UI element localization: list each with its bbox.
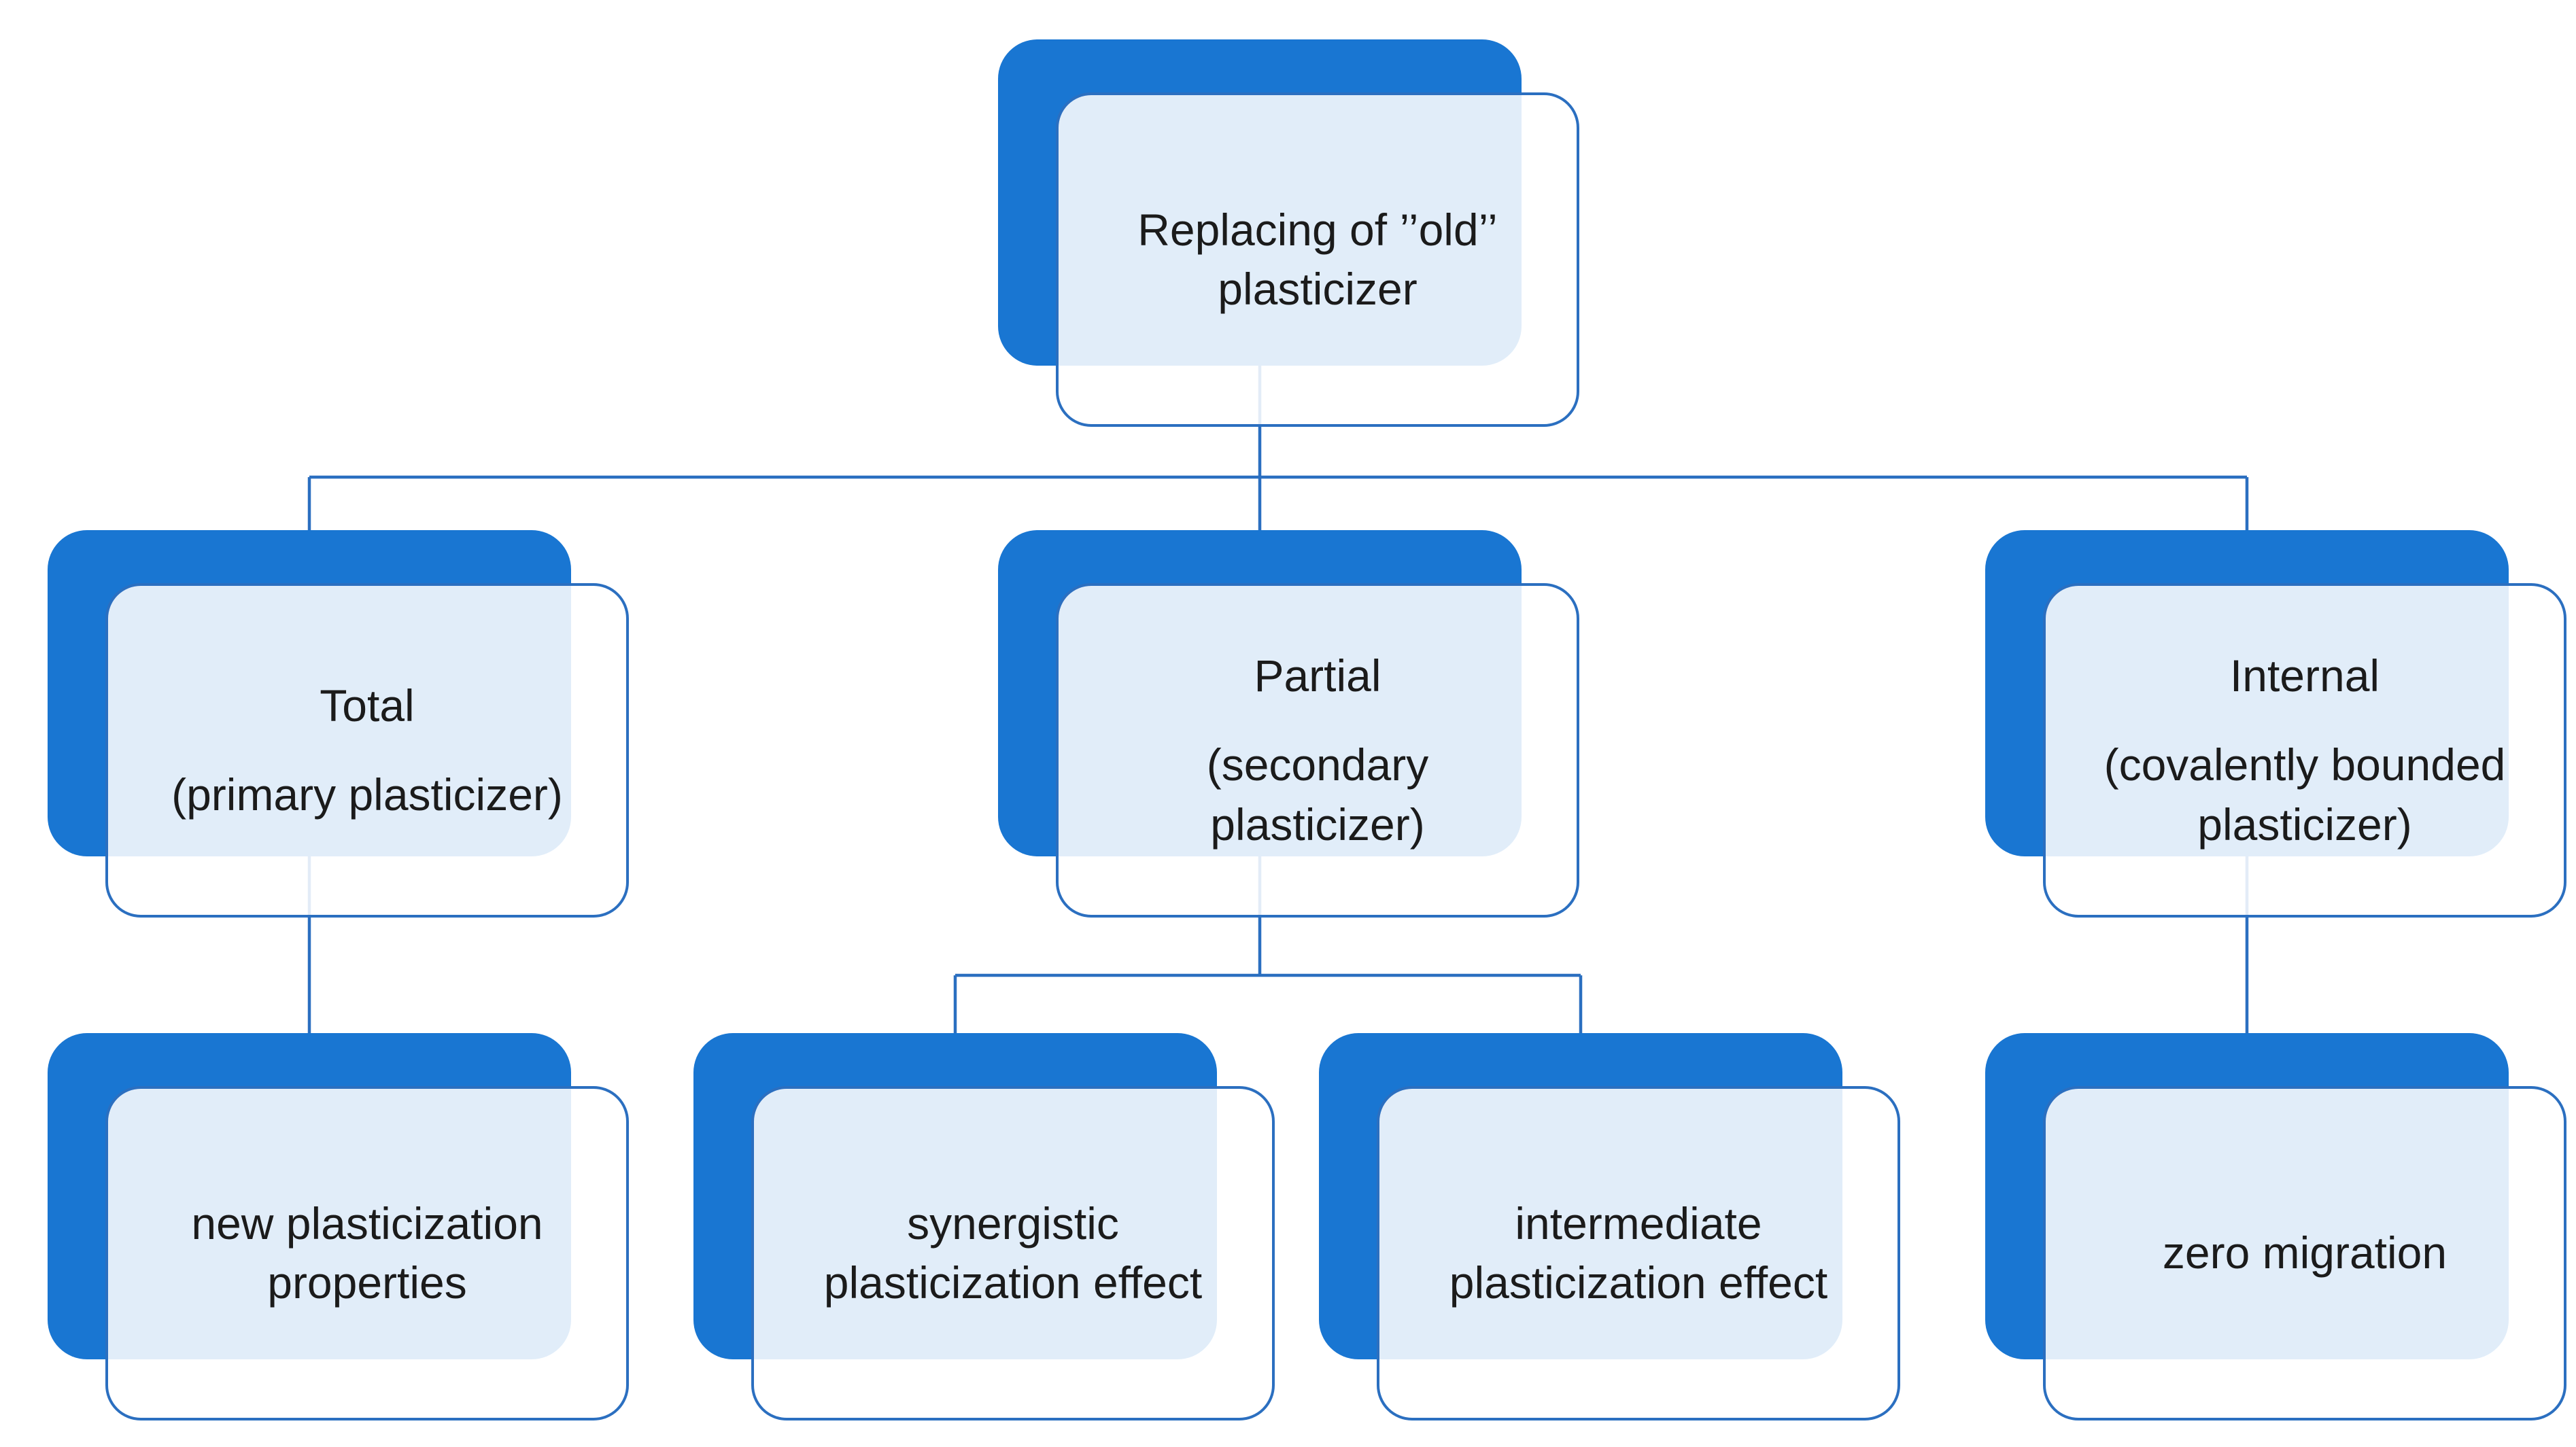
node-front-panel: Replacing of ’’old’’ plasticizer — [1056, 92, 1579, 427]
node-text-line: (primary plasticizer) — [171, 769, 563, 820]
node-front-panel: intermediate plasticization effect — [1377, 1086, 1900, 1420]
node-total-primary-plasticizer: Total (primary plasticizer) — [48, 530, 629, 918]
node-zero-migration: zero migration — [1985, 1033, 2566, 1420]
node-internal-covalently-bounded: Internal (covalently bounded plasticizer… — [1985, 530, 2566, 918]
node-intermediate-plasticization-effect: intermediate plasticization effect — [1319, 1033, 1900, 1420]
node-text-line: intermediate — [1515, 1198, 1762, 1249]
node-text: Internal — [2218, 646, 2392, 705]
node-synergistic-plasticization-effect: synergistic plasticization effect — [693, 1033, 1275, 1420]
node-text-line: Internal — [2229, 650, 2380, 701]
node-text: (primary plasticizer) — [159, 765, 575, 824]
node-text: (secondary plasticizer) — [1195, 735, 1441, 854]
node-text-line: synergistic — [907, 1198, 1119, 1249]
node-text: (covalently bounded plasticizer) — [2092, 735, 2518, 854]
node-text: new plasticization properties — [179, 1194, 555, 1312]
node-text: Total — [307, 676, 426, 735]
node-text: synergistic plasticization effect — [812, 1194, 1214, 1312]
node-front-panel: synergistic plasticization effect — [751, 1086, 1275, 1420]
node-front-panel: new plasticization properties — [105, 1086, 629, 1420]
node-text: zero migration — [2150, 1223, 2459, 1283]
node-text-line: properties — [267, 1257, 467, 1308]
node-front-panel: Internal (covalently bounded plasticizer… — [2043, 583, 2566, 918]
node-text-line: plasticizer) — [2197, 799, 2412, 850]
node-text-line: new plasticization — [191, 1198, 543, 1249]
node-text-line: Replacing of ’’old’’ — [1137, 204, 1498, 255]
node-front-panel: Partial (secondary plasticizer) — [1056, 583, 1579, 918]
node-text: intermediate plasticization effect — [1437, 1194, 1840, 1312]
node-text-line: plasticizer — [1218, 264, 1418, 314]
node-text-line: plasticization effect — [823, 1257, 1203, 1308]
node-front-panel: zero migration — [2043, 1086, 2566, 1420]
node-new-plasticization-properties: new plasticization properties — [48, 1033, 629, 1420]
node-text-line: zero migration — [2162, 1227, 2448, 1278]
node-text-line: plasticizer) — [1210, 799, 1425, 850]
node-text-line: plasticization effect — [1449, 1257, 1828, 1308]
node-partial-secondary-plasticizer: Partial (secondary plasticizer) — [998, 530, 1579, 918]
node-text: Partial — [1241, 646, 1393, 705]
node-text-line: (secondary — [1206, 739, 1429, 790]
node-text-line: (covalently bounded — [2103, 739, 2506, 790]
node-text-line: Partial — [1254, 650, 1381, 701]
node-replacing-old-plasticizer: Replacing of ’’old’’ plasticizer — [998, 39, 1579, 427]
node-text-line: Total — [320, 680, 415, 731]
node-text: Replacing of ’’old’’ plasticizer — [1125, 201, 1510, 319]
node-front-panel: Total (primary plasticizer) — [105, 583, 629, 918]
